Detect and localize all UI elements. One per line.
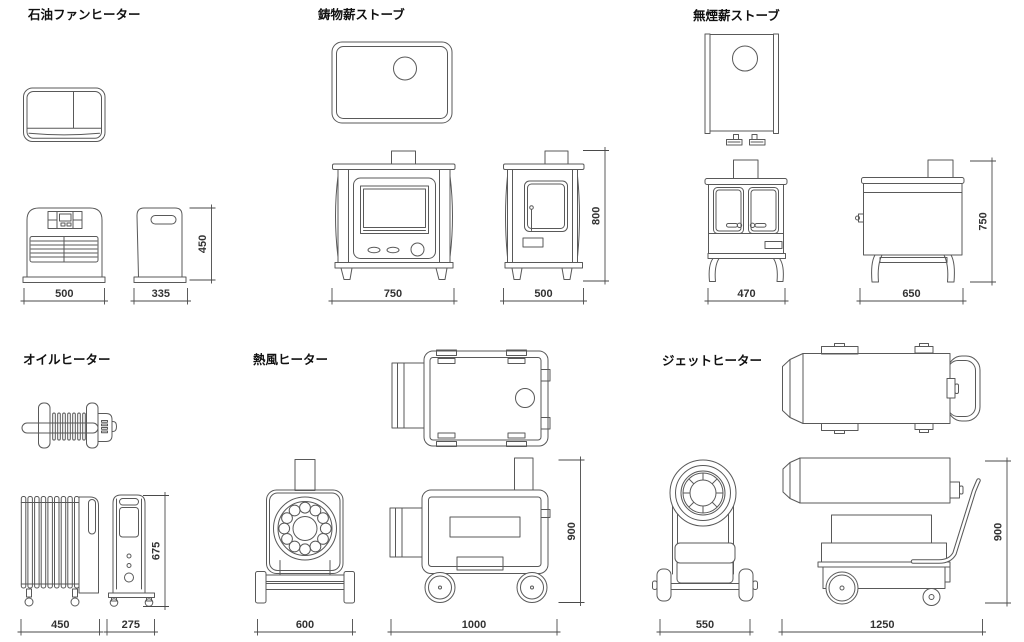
smokeless-stove-top-view [704,33,779,146]
dim-jet-heater-front-width: 550 [656,619,754,636]
dim-value: 450 [197,235,209,253]
oil-heater-side-view [108,494,155,607]
dim-value: 1250 [870,619,894,631]
dim-hot-air-heater-height: 900 [558,456,585,606]
hot-air-heater-top-view [391,349,551,447]
dim-value: 275 [122,619,140,631]
dim-oil-fan-heater-height: 450 [189,204,216,284]
product-title: 無煙薪ストーブ [693,8,780,23]
product-title: 鋳物薪ストーブ [318,7,405,22]
cast-iron-stove-side-view [503,150,585,280]
dim-value: 450 [51,619,69,631]
oil-heater-top-view [21,402,117,449]
smokeless-stove-side-view [855,159,965,283]
dim-jet-heater-height: 900 [985,457,1011,607]
product-cast-iron-wood-stove: 鋳物薪ストーブ [318,7,609,305]
jet-heater-front-view [652,459,758,602]
dim-value: 335 [152,288,170,300]
dim-value: 600 [296,619,314,631]
dim-value: 1000 [462,619,486,631]
dim-value: 675 [151,542,163,560]
smokeless-stove-front-view [704,159,788,282]
dim-oil-heater-side-width: 275 [103,619,158,636]
oil-fan-heater-front-view [22,207,106,283]
dim-jet-heater-side-width: 1250 [778,619,986,636]
dim-value: 500 [55,288,73,300]
product-title: ジェットヒーター [662,353,762,368]
hot-air-heater-side-view [389,457,551,603]
dim-value: 750 [978,212,990,230]
dim-value: 900 [993,523,1005,541]
product-oil-fan-heater: 石油ファンヒーター 500 335 [20,7,216,305]
cast-iron-stove-front-view [332,150,456,280]
dim-hot-air-heater-side-width: 1000 [387,619,561,636]
product-title: 熱風ヒーター [253,352,328,367]
product-title: 石油ファンヒーター [27,7,141,22]
dim-value: 800 [591,207,603,225]
dim-oil-heater-height: 675 [143,492,169,610]
dim-value: 470 [737,288,755,300]
dim-smokeless-stove-height: 750 [970,157,996,286]
dim-smokeless-stove-front-width: 470 [704,288,789,305]
oil-fan-heater-side-view [133,207,187,283]
dim-value: 500 [534,288,552,300]
dim-value: 750 [384,288,402,300]
dim-hot-air-heater-front-width: 600 [254,619,356,636]
oil-fan-heater-top-view [23,87,106,142]
dim-oil-fan-heater-front-width: 500 [20,288,108,305]
dim-cast-iron-stove-front-width: 750 [328,288,458,305]
product-hot-air-heater: 熱風ヒーター [253,349,585,636]
dim-cast-iron-stove-side-width: 500 [500,288,587,305]
dim-value: 650 [902,288,920,300]
product-smokeless-wood-stove: 無煙薪ストーブ [693,8,996,305]
jet-heater-top-view [782,343,981,434]
dim-oil-fan-heater-side-width: 335 [130,288,191,305]
dim-value: 900 [566,522,578,540]
product-oil-heater: オイルヒーター [17,352,169,636]
dim-smokeless-stove-side-width: 650 [856,288,967,305]
dim-oil-heater-front-width: 450 [17,619,103,636]
jet-heater-side-view [782,457,981,606]
cast-iron-stove-top-view [331,41,453,124]
product-title: オイルヒーター [23,352,111,367]
hot-air-heater-front-view [255,459,355,604]
product-jet-heater: ジェットヒーター [652,343,1011,636]
oil-heater-front-view [20,496,99,607]
dim-value: 550 [696,619,714,631]
dim-cast-iron-stove-height: 800 [583,147,609,285]
